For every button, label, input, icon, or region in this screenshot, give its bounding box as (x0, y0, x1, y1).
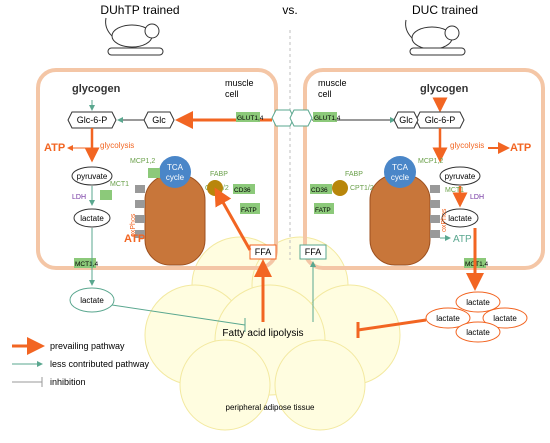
lactate-left (73, 208, 111, 228)
svg-text:GLUT1,4: GLUT1,4 (237, 115, 264, 122)
adipose-label: peripheral adipose tissue (226, 403, 315, 412)
svg-text:CPT1/2: CPT1/2 (350, 185, 374, 192)
svg-text:cycle: cycle (166, 173, 185, 182)
svg-text:Glc-6-P: Glc-6-P (77, 115, 108, 125)
muscle-cell-label-left: muscle (225, 78, 254, 88)
svg-text:cycle: cycle (391, 173, 410, 182)
glc6p-left (67, 111, 117, 129)
svg-text:TCA: TCA (167, 163, 184, 172)
ffa-right (299, 244, 327, 260)
svg-text:TCA: TCA (392, 163, 409, 172)
glycolysis-right: glycolysis (450, 141, 484, 150)
svg-text:lactate: lactate (80, 296, 104, 305)
svg-text:lactate: lactate (493, 314, 517, 323)
lactate-cluster-right: lactate lactate lactate lactate (425, 291, 528, 343)
glut-box-right (313, 112, 337, 122)
mct1-box-left (100, 190, 112, 200)
lactate-right (441, 208, 479, 228)
svg-text:Glc: Glc (152, 115, 166, 125)
mcp-box-left (148, 168, 160, 178)
svg-text:pyruvate: pyruvate (77, 172, 108, 181)
svg-text:MCT1,4: MCT1,4 (75, 261, 99, 268)
pyruvate-left (71, 166, 113, 186)
svg-text:FFA: FFA (305, 247, 322, 257)
svg-text:FABP: FABP (210, 171, 228, 178)
muscle-cell-label-left-2: cell (225, 89, 239, 99)
muscle-cell-right (303, 68, 545, 270)
svg-text:MCP1,2: MCP1,2 (418, 158, 443, 165)
legend-less: less contributed pathway (50, 359, 150, 369)
fatp-box-left (240, 203, 260, 214)
svg-text:GLUT1,4: GLUT1,4 (314, 115, 341, 122)
glc-middle-right (289, 109, 313, 127)
atp-right: ATP (453, 234, 472, 245)
svg-text:lactate: lactate (80, 214, 104, 223)
svg-text:LDH: LDH (72, 194, 86, 201)
glycogen-right: glycogen (420, 83, 469, 95)
pyruvate-right (439, 166, 481, 186)
legend-prevailing: prevailing pathway (50, 341, 125, 351)
fabp-left-icon (207, 180, 223, 196)
title-vs: vs. (282, 3, 297, 17)
svg-text:lactate: lactate (448, 214, 472, 223)
atp-left-top: ATP (44, 142, 65, 154)
mouse-treadmill-left-icon (105, 17, 164, 56)
legend-inhibition: inhibition (50, 377, 86, 387)
svg-text:Glc-6-P: Glc-6-P (425, 115, 456, 125)
svg-text:lactate: lactate (436, 314, 460, 323)
svg-text:MCT1: MCT1 (110, 181, 129, 188)
glut-box-left (236, 112, 260, 122)
svg-text:MCP1,2: MCP1,2 (130, 158, 155, 165)
mouse-treadmill-right-icon (405, 19, 466, 56)
mitochondrion-left (135, 174, 206, 266)
oxphos-right: oxPhos (441, 208, 448, 232)
title-left: DUhTP trained (100, 3, 179, 17)
svg-text:LDH: LDH (470, 194, 484, 201)
cd36-box-right (310, 184, 332, 194)
svg-text:FABP: FABP (345, 171, 363, 178)
glycogen-left: glycogen (72, 83, 121, 95)
fatty-acid-lipolysis: Fatty acid lipolysis (222, 328, 303, 339)
title-right: DUC trained (412, 3, 478, 17)
lactate-blood-left (69, 287, 115, 313)
svg-text:Glc: Glc (399, 115, 413, 125)
cd36-box-left (233, 184, 255, 194)
muscle-cell-left (36, 68, 278, 270)
fatp-box-right (314, 203, 334, 214)
svg-text:MCT1,4: MCT1,4 (465, 261, 489, 268)
mitochondrion-right (369, 174, 440, 266)
svg-text:pyruvate: pyruvate (445, 172, 476, 181)
svg-text:lactate: lactate (466, 328, 490, 337)
glycolysis-left: glycolysis (100, 141, 134, 150)
atp-right-top: ATP (510, 142, 531, 154)
glc-middle-left (271, 109, 295, 127)
svg-text:CD36: CD36 (311, 187, 328, 194)
oxphos-left: oxPhos (130, 213, 137, 237)
glc-right (393, 111, 419, 129)
svg-text:FATP: FATP (315, 207, 331, 214)
svg-text:MCT1: MCT1 (445, 187, 464, 194)
adipose-tissue (144, 236, 401, 431)
atp-left: ATP (124, 233, 145, 245)
fabp-right-icon (332, 180, 348, 196)
svg-text:FATP: FATP (241, 207, 257, 214)
mct14-box-left (74, 258, 96, 268)
svg-text:FFA: FFA (255, 247, 272, 257)
tca-cycle-right (384, 156, 416, 188)
tca-cycle-left (159, 156, 191, 188)
svg-text:CD36: CD36 (234, 187, 251, 194)
svg-text:lactate: lactate (466, 298, 490, 307)
